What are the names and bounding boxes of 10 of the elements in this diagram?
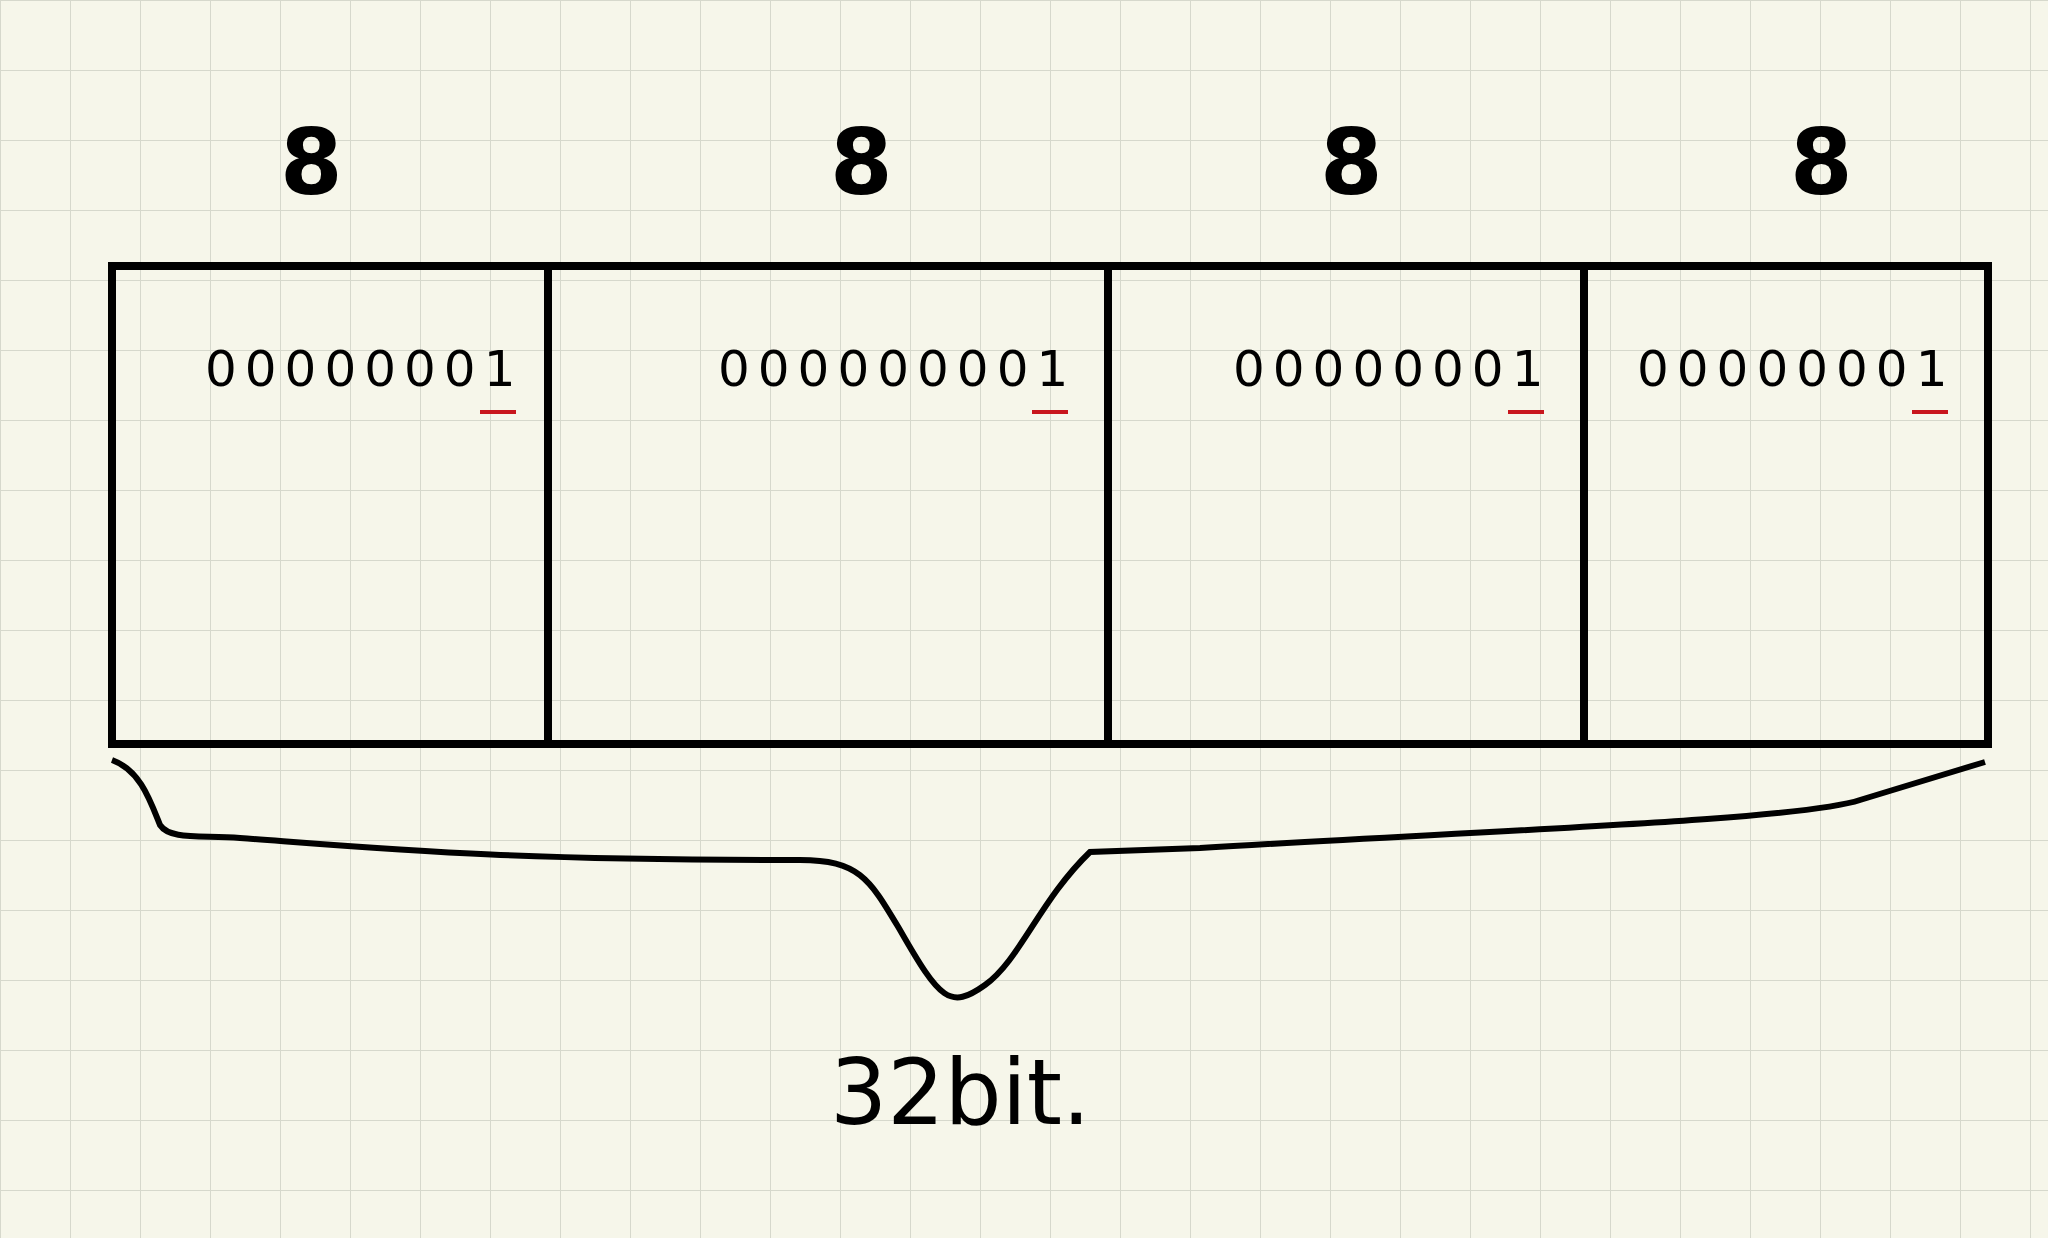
bit-string: 00000001 [1637,340,1956,398]
total-size-label: 32bit. [830,1040,1091,1145]
bit-string: 00000001 [1233,340,1552,398]
bit-count-label: 8 [280,110,343,215]
memory-byte-box [108,262,552,748]
bit-count-label: 8 [830,110,893,215]
bit-string: 00000001 [205,340,524,398]
bit-count-label: 8 [1790,110,1853,215]
bit-count-label: 8 [1320,110,1383,215]
bit-string: 000000001 [718,340,1077,398]
